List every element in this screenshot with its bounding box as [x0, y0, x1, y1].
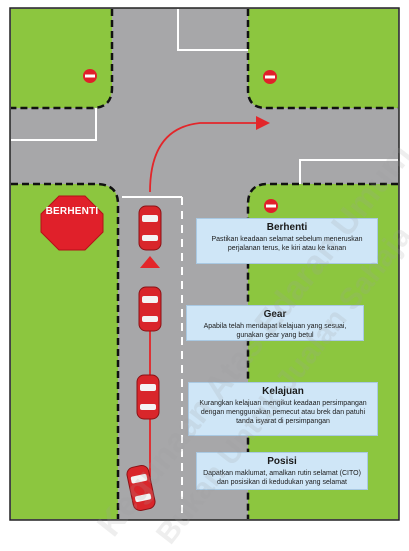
no-entry-sign-icon: [83, 69, 97, 83]
info-box-text: Kurangkan kelajuan mengikut keadaan pers…: [199, 400, 367, 425]
info-box-text: Dapatkan maklumat, amalkan rutin selamat…: [203, 470, 361, 486]
car-icon: [138, 286, 162, 332]
info-box-text: Pastikan keadaan selamat sebelum menerus…: [211, 236, 363, 252]
car-icon: [138, 205, 162, 251]
kerb-lines: [11, 9, 398, 519]
no-entry-sign-icon: [263, 70, 277, 84]
info-box-title: Berhenti: [266, 222, 308, 233]
car-icon: [136, 374, 160, 420]
info-box-berhenti: Berhenti Pastikan keadaan selamat sebelu…: [196, 218, 378, 264]
car-icon: [126, 464, 156, 512]
info-box-title: Posisi: [267, 456, 297, 467]
stop-sign-label: BERHENTI: [45, 206, 99, 217]
no-entry-sign-icon: [264, 199, 278, 213]
info-box-kelajuan: Kelajuan Kurangkan kelajuan mengikut kea…: [188, 382, 378, 436]
info-box-title: Gear: [263, 309, 287, 320]
info-box-title: Kelajuan: [262, 386, 304, 397]
stop-sign-icon: [40, 195, 104, 251]
road-markings: [11, 9, 398, 519]
info-box-gear: Gear Apabila telah mendapat kelajuan yan…: [186, 305, 364, 341]
info-box-posisi: Posisi Dapatkan maklumat, amalkan rutin …: [196, 452, 368, 490]
info-box-text: Apabila telah mendapat kelajuan yang ses…: [203, 323, 347, 339]
